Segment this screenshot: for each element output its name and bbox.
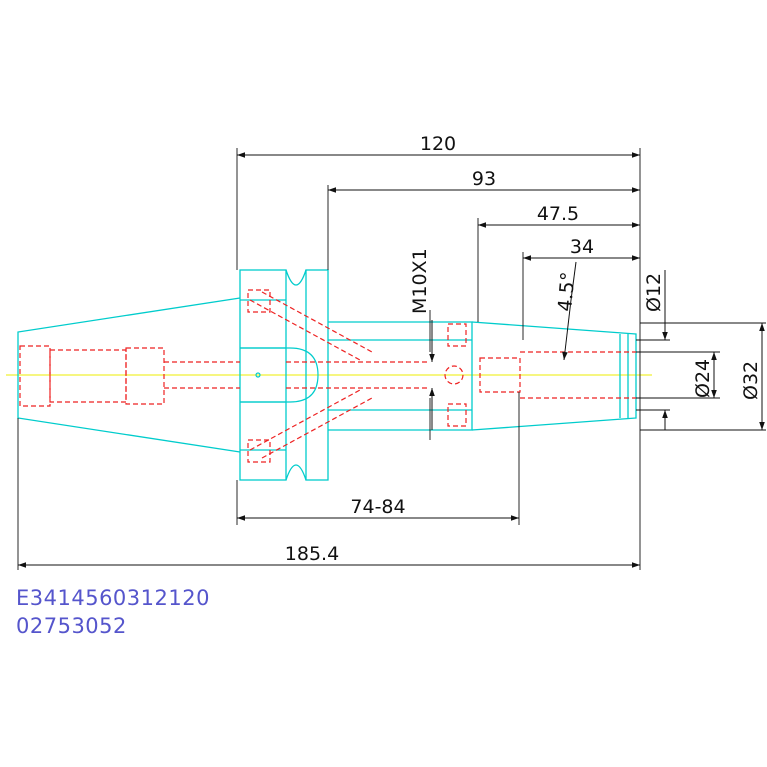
dim-nose-length: 47.5 <box>537 203 579 225</box>
dim-clamp-range: 74-84 <box>350 496 405 518</box>
order-number: 02753052 <box>16 614 127 638</box>
part-number: E3414560312120 <box>16 586 210 610</box>
hidden-features <box>19 289 636 463</box>
dim-body-length: 93 <box>472 168 496 190</box>
dim-flange-to-end: 120 <box>420 133 456 155</box>
extension-lines <box>17 148 766 570</box>
dim-taper-angle: 4.5° <box>554 271 579 312</box>
dim-bore-diameter: Ø12 <box>643 273 665 312</box>
dim-overall-length: 185.4 <box>285 543 339 565</box>
dim-thread: M10X1 <box>409 248 431 314</box>
dim-taper-length: 34 <box>570 236 594 258</box>
dim-mid-diameter: Ø24 <box>692 359 714 398</box>
dimension-lines <box>18 152 765 568</box>
clamp-recess <box>240 347 319 403</box>
dim-outer-diameter: Ø32 <box>740 361 762 400</box>
